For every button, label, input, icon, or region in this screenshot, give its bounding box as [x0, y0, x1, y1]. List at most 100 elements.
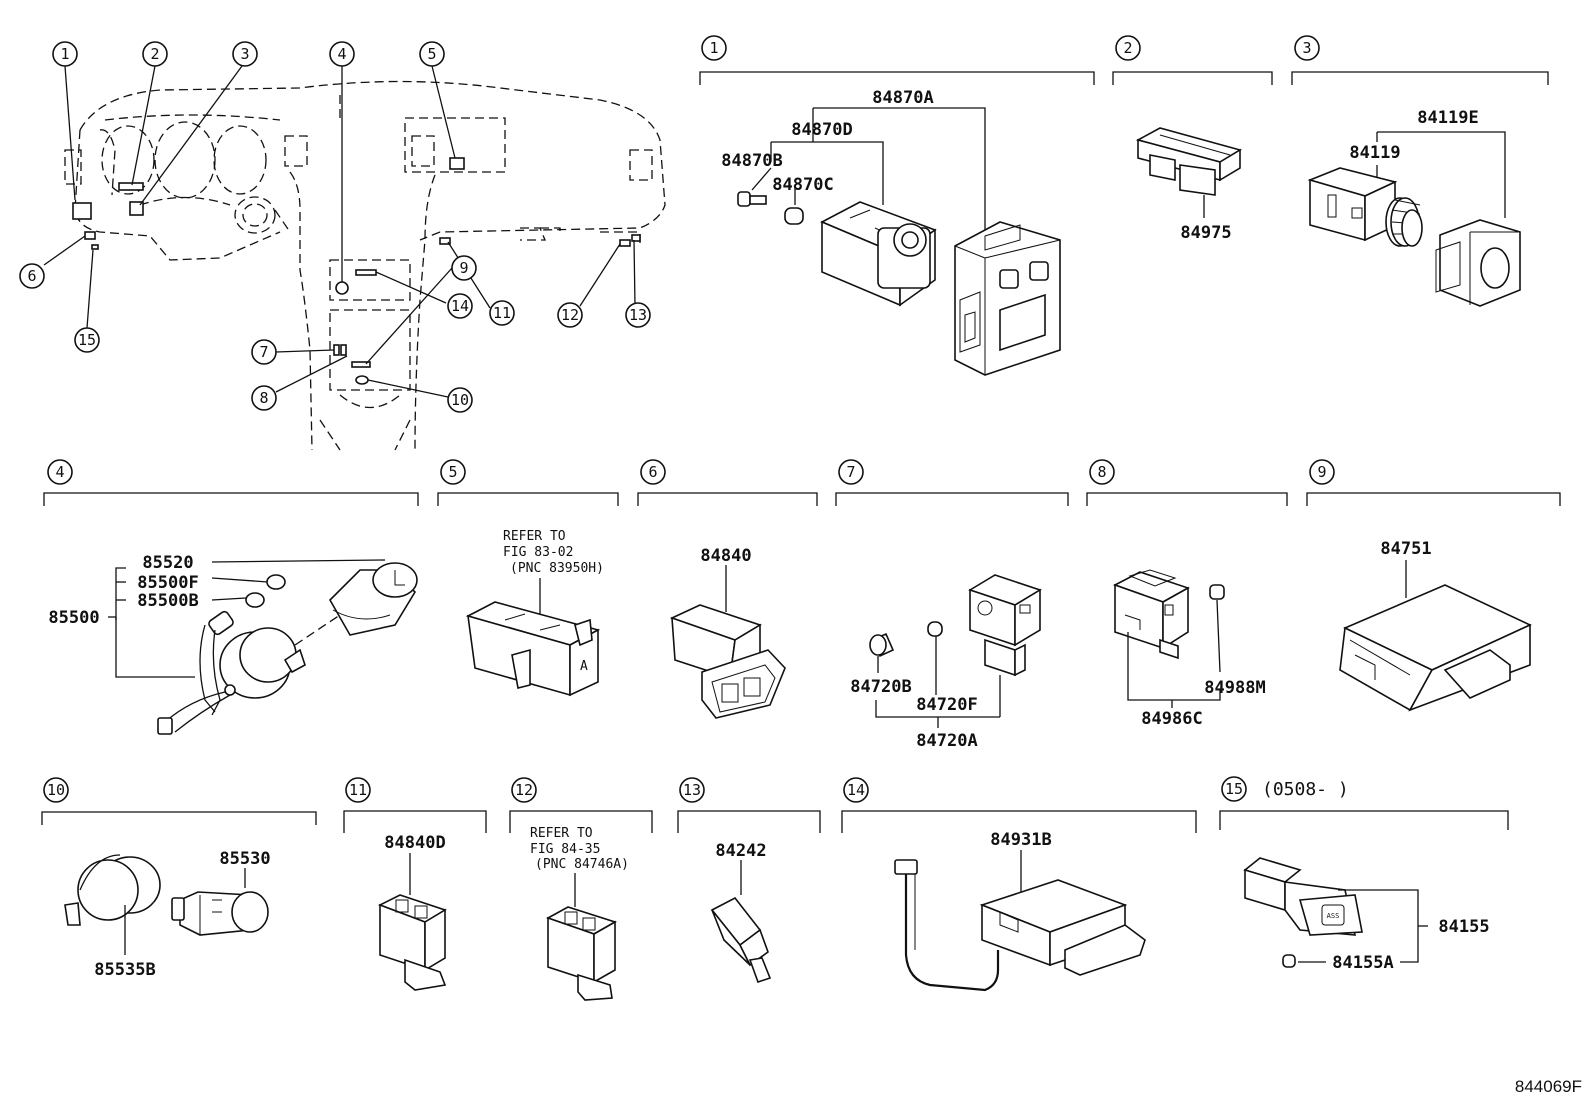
- section-callout-13: 13: [679, 777, 705, 803]
- section-3: 84119E 84119: [1307, 108, 1521, 307]
- svg-text:1: 1: [709, 39, 718, 57]
- overview-callout-4: 4: [329, 41, 355, 67]
- svg-text:11: 11: [493, 304, 511, 322]
- section-7: 84720B 84720F 84720A: [850, 574, 1042, 751]
- overview-callouts: 1 2 3 4 5 6 15 7 8 9 10 14 11 12 13: [19, 41, 651, 413]
- label-84720A: 84720A: [916, 731, 977, 751]
- overview-callout-9: 9: [451, 255, 477, 281]
- label-85535B: 85535B: [94, 960, 155, 980]
- svg-text:5: 5: [427, 45, 436, 63]
- overview-callout-3: 3: [232, 41, 258, 67]
- svg-text:13: 13: [629, 306, 647, 324]
- section-callout-9: 9: [1309, 459, 1335, 485]
- overview-callout-8: 8: [251, 385, 277, 411]
- label-84751: 84751: [1380, 539, 1431, 559]
- overview-callout-5: 5: [419, 41, 445, 67]
- svg-text:3: 3: [240, 45, 249, 63]
- section-5-note-line-3: (PNC 83950H): [510, 561, 604, 576]
- section-12-note-line-1: REFER TO: [530, 826, 593, 841]
- overview-callout-10: 10: [447, 387, 473, 413]
- svg-text:4: 4: [337, 45, 346, 63]
- svg-text:11: 11: [349, 781, 367, 799]
- svg-text:15: 15: [78, 331, 96, 349]
- dashboard-overview: [64, 80, 666, 451]
- label-84155: 84155: [1438, 917, 1489, 937]
- svg-text:2: 2: [1123, 39, 1132, 57]
- section-15: ASS 84155 84155A: [1243, 857, 1490, 973]
- label-85500: 85500: [48, 608, 99, 628]
- svg-text:3: 3: [1302, 39, 1311, 57]
- label-84986C: 84986C: [1141, 709, 1202, 729]
- svg-text:1: 1: [60, 45, 69, 63]
- svg-text:8: 8: [1097, 463, 1106, 481]
- overview-callout-13: 13: [625, 302, 651, 328]
- section-callout-15: 15: [1221, 776, 1247, 802]
- svg-text:7: 7: [846, 463, 855, 481]
- svg-text:8: 8: [259, 389, 268, 407]
- label-85530: 85530: [219, 849, 270, 869]
- svg-text:6: 6: [648, 463, 657, 481]
- label-84720B: 84720B: [850, 677, 911, 697]
- svg-text:10: 10: [47, 781, 65, 799]
- section-11: 84840D: [378, 833, 447, 991]
- svg-text:15: 15: [1225, 780, 1243, 798]
- section-6: 84840: [669, 546, 786, 719]
- section-brackets: [41, 71, 1561, 833]
- section-5: REFER TO FIG 83-02 (PNC 83950H) A: [465, 529, 604, 697]
- section-callout-5: 5: [440, 459, 466, 485]
- section-callout-7: 7: [838, 459, 864, 485]
- label-84975: 84975: [1180, 223, 1231, 243]
- section-5-note-line-1: REFER TO: [503, 529, 566, 544]
- section-5-note-line-2: FIG 83-02: [503, 545, 573, 560]
- section-10: 85530 85535B: [64, 849, 271, 980]
- label-84155A: 84155A: [1332, 953, 1393, 973]
- label-84931B: 84931B: [990, 830, 1051, 850]
- section-4: 85520 85500F 85500B 85500: [48, 553, 418, 735]
- label-85500B: 85500B: [137, 591, 198, 611]
- label-84720F: 84720F: [916, 695, 977, 715]
- svg-text:7: 7: [259, 343, 268, 361]
- figure-id: 844069F: [1515, 1077, 1582, 1096]
- section-callouts: 1 2 3 4 5 6 7 8 9 10 11 12 13 14 15 (050…: [43, 35, 1349, 803]
- label-84242: 84242: [715, 841, 766, 861]
- section-15-date-range: (0508- ): [1262, 779, 1349, 800]
- section-1: 84870A 84870D 84870B 84870C: [721, 88, 1061, 376]
- section-callout-12: 12: [511, 777, 537, 803]
- label-84870D: 84870D: [791, 120, 852, 140]
- section-8: 84988M 84986C: [1112, 569, 1266, 729]
- section-callout-11: 11: [345, 777, 371, 803]
- svg-text:13: 13: [683, 781, 701, 799]
- section-12-note-line-3: (PNC 84746A): [535, 857, 629, 872]
- label-84119: 84119: [1349, 143, 1400, 163]
- section-14: 84931B: [894, 830, 1146, 992]
- overview-callout-6: 6: [19, 263, 45, 289]
- label-84119E: 84119E: [1417, 108, 1478, 128]
- svg-text:2: 2: [150, 45, 159, 63]
- section-2: 84975: [1135, 127, 1243, 243]
- label-84988M: 84988M: [1204, 678, 1265, 698]
- section-callout-10: 10: [43, 777, 69, 803]
- label-85520: 85520: [142, 553, 193, 573]
- svg-text:A: A: [580, 659, 588, 674]
- section-callout-1: 1: [701, 35, 727, 61]
- overview-callout-7: 7: [251, 339, 277, 365]
- label-84870C: 84870C: [772, 175, 833, 195]
- svg-text:9: 9: [459, 259, 468, 277]
- section-callout-6: 6: [640, 459, 666, 485]
- overview-callout-15: 15: [74, 327, 100, 353]
- svg-text:12: 12: [515, 781, 533, 799]
- svg-text:10: 10: [451, 391, 469, 409]
- svg-text:14: 14: [847, 781, 865, 799]
- section-12-note-line-2: FIG 84-35: [530, 842, 600, 857]
- svg-text:9: 9: [1317, 463, 1326, 481]
- label-84870A: 84870A: [872, 88, 933, 108]
- label-84870B: 84870B: [721, 151, 782, 171]
- section-12: REFER TO FIG 84-35 (PNC 84746A): [530, 826, 629, 1001]
- svg-text:12: 12: [561, 306, 579, 324]
- section-callout-3: 3: [1294, 35, 1320, 61]
- svg-text:4: 4: [55, 463, 64, 481]
- section-callout-4: 4: [47, 459, 73, 485]
- svg-text:ASS: ASS: [1327, 912, 1340, 920]
- svg-text:6: 6: [27, 267, 36, 285]
